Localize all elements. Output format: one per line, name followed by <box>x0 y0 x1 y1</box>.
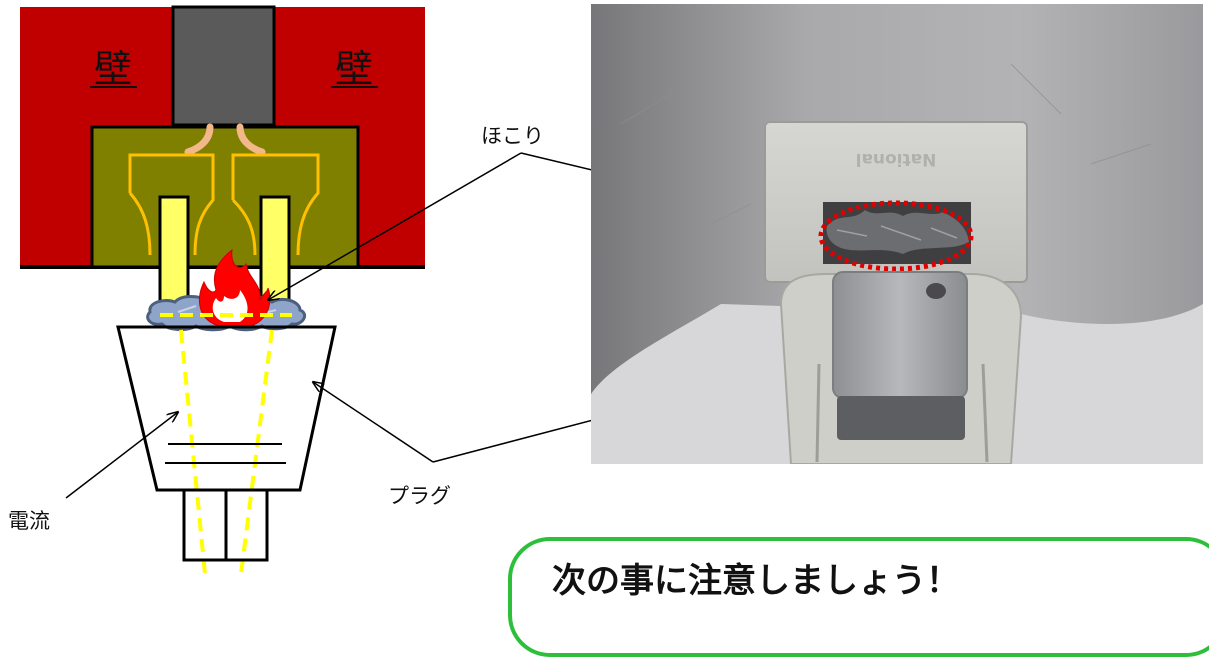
outlet-photo: National <box>591 4 1203 464</box>
plug-label: プラグ <box>388 484 451 508</box>
notice-text: 次の事に注意しましょう！ <box>552 561 960 601</box>
plug-head <box>832 271 968 399</box>
wire-right <box>236 123 266 156</box>
dust-arrow-diagram <box>268 152 522 300</box>
dust-fibers <box>836 225 958 241</box>
dust-highlight-circle <box>818 200 974 272</box>
plug-grip-shadow <box>837 396 965 440</box>
prong-left <box>158 195 190 317</box>
plug-edges <box>815 363 989 463</box>
scorch-mark <box>926 283 946 299</box>
wire-left <box>184 123 214 156</box>
wall-texture <box>620 63 1152 225</box>
brand-text: National <box>856 149 937 169</box>
plug-cord <box>182 490 269 562</box>
outlet-fire-diagram: 壁 壁 <box>20 5 1209 574</box>
outlet-photo-drawing: National <box>591 4 1203 464</box>
dust-label: ほこり <box>481 124 544 148</box>
current-arrow <box>65 412 178 499</box>
wall-label-right: 壁 <box>335 47 373 91</box>
outlet-cable-box <box>171 5 276 127</box>
contact-spring-right <box>231 153 320 256</box>
plug-arrow-diagram <box>313 382 434 463</box>
current-label: 電流 <box>8 509 50 533</box>
wall-label-left: 壁 <box>94 47 132 91</box>
contact-spring-left <box>128 153 215 256</box>
plug-body <box>116 325 337 492</box>
